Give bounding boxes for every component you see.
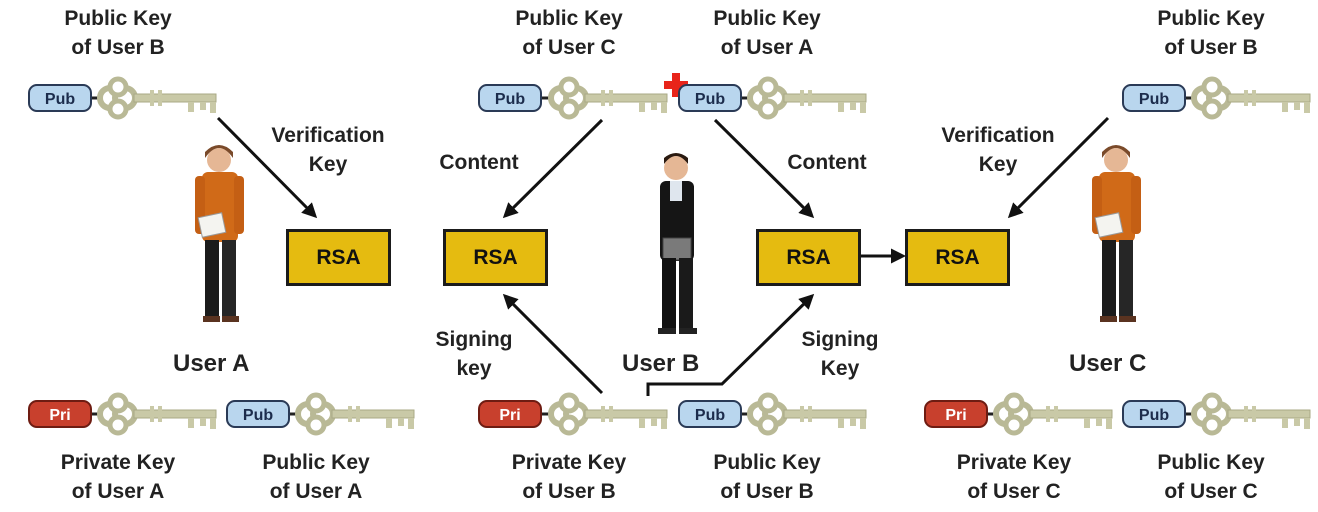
arrow-signing-right [646,293,815,396]
rsa-box-sign-left: RSA [443,229,548,286]
key-icon-pri-b [541,395,667,433]
user-c-label: User C [1069,350,1147,377]
key-icon-pri-a [90,395,216,433]
arrow-verif-right [1007,116,1110,219]
person-icon-user-b [658,153,697,334]
key-icon-pri-c [986,395,1112,433]
rsa-box-verify-c: RSA [905,229,1010,286]
person-icon-user-c [1092,145,1141,322]
pub-tag-c: Pub [1122,400,1186,428]
key-icon-pub-b [740,395,866,433]
pub-tag-b-topleft: Pub [28,84,92,112]
pub-tag-a: Pub [226,400,290,428]
user-b-label: User B [622,350,700,377]
user-a-label: User A [173,350,250,377]
arrow-content-left [502,118,604,219]
key-icon-pub-b-topleft [90,79,216,117]
arrow-content-right [713,118,815,219]
rsa-box-verify-a: RSA [286,229,391,286]
key-icon-pub-c [1184,395,1310,433]
pub-tag-c-top: Pub [478,84,542,112]
label-content-right: Content [787,151,867,174]
key-icon-pub-c-top [541,79,667,117]
label-content-left: Content [439,151,519,174]
key-icon-pub-a-top [740,79,866,117]
arrow-signing-left [502,293,604,395]
pri-tag-b: Pri [478,400,542,428]
arrow-verif-left [216,116,318,219]
pri-tag-c: Pri [924,400,988,428]
rsa-box-sign-right: RSA [756,229,861,286]
key-icon-pub-b-topright [1184,79,1310,117]
key-icon-pub-a [288,395,414,433]
pub-tag-b-topright: Pub [1122,84,1186,112]
pub-tag-b: Pub [678,400,742,428]
cursor-marker-icon [664,73,688,97]
person-icon-user-a [195,145,244,322]
pri-tag-a: Pri [28,400,92,428]
pub-tag-a-top: Pub [678,84,742,112]
